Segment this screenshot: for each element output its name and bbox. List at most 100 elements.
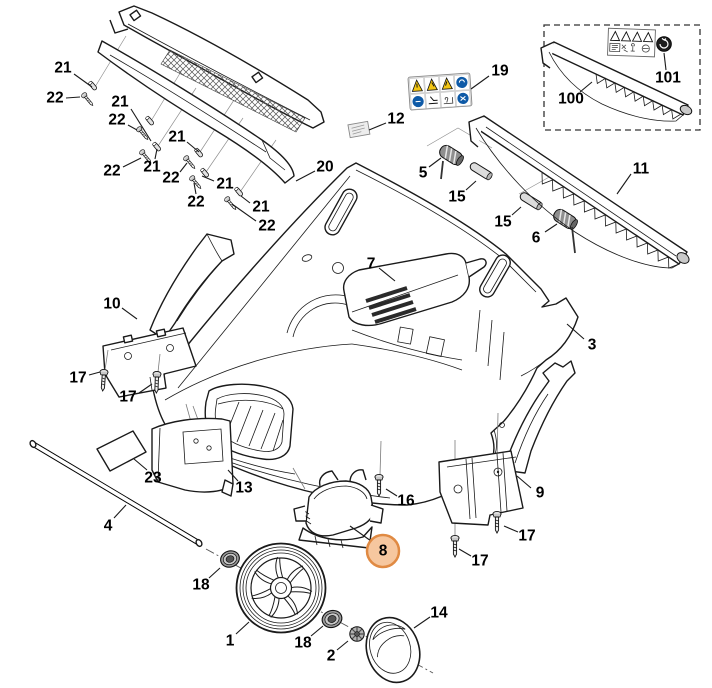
part-13-front-cover[interactable] xyxy=(151,403,234,497)
callout-12[interactable]: 12 xyxy=(387,111,404,128)
part-6-spring[interactable] xyxy=(550,206,581,254)
part-20-upper-panel[interactable] xyxy=(118,5,325,129)
bracket-tab xyxy=(155,328,167,338)
part-23-plate[interactable] xyxy=(96,430,147,472)
callout-22[interactable]: 22 xyxy=(103,163,120,180)
callout-leader-100 xyxy=(579,81,593,93)
part-100-serrated-flap[interactable] xyxy=(540,41,693,122)
callout-21[interactable]: 21 xyxy=(111,94,129,111)
callout-leader-22 xyxy=(127,124,138,131)
callout-leader-22 xyxy=(122,157,142,168)
callout-23[interactable]: 23 xyxy=(144,470,162,487)
callout-leader-17 xyxy=(458,548,472,557)
callout-14[interactable]: 14 xyxy=(430,605,448,622)
callout-16[interactable]: 16 xyxy=(397,493,415,510)
callout-22[interactable]: 22 xyxy=(187,194,204,211)
callout-15[interactable]: 15 xyxy=(494,214,512,231)
bracket-hole xyxy=(124,352,132,360)
part-14-hub-cap[interactable] xyxy=(358,611,428,688)
callout-15[interactable]: 15 xyxy=(448,189,466,206)
callout-leader-15 xyxy=(465,180,477,191)
part-4-axle-rod[interactable] xyxy=(29,439,203,548)
part-18-bearing-a[interactable] xyxy=(218,548,241,569)
bracket-hole xyxy=(493,467,503,477)
callout-13[interactable]: 13 xyxy=(235,480,253,497)
part-17-screws-left[interactable] xyxy=(98,349,162,394)
panel-tab xyxy=(251,71,264,84)
callout-leader-12 xyxy=(368,122,387,131)
callout-22[interactable]: 22 xyxy=(108,112,125,129)
callout-6[interactable]: 6 xyxy=(532,230,541,247)
callout-21[interactable]: 21 xyxy=(168,129,186,146)
part-19-safety-sticker[interactable] xyxy=(407,72,473,111)
part-5-spring[interactable] xyxy=(436,142,467,180)
callout-leader-22 xyxy=(193,182,197,195)
part-10-bracket-left[interactable] xyxy=(102,233,235,398)
callout-leader-15 xyxy=(511,206,522,216)
callout-leader-16 xyxy=(385,488,398,497)
callout-5[interactable]: 5 xyxy=(419,165,428,182)
part-8-bracket[interactable] xyxy=(293,469,384,549)
part-12-label[interactable] xyxy=(347,120,371,139)
part-20-deflector-assembly[interactable] xyxy=(80,5,325,212)
part-11-serrated-flap[interactable] xyxy=(468,115,691,269)
callout-9[interactable]: 9 xyxy=(536,485,545,502)
pictogram-boot-icon xyxy=(428,96,438,105)
part-101-safety-label[interactable] xyxy=(607,27,656,58)
callout-leader-21 xyxy=(240,195,251,204)
callout-17[interactable]: 17 xyxy=(471,553,488,570)
lower-panel-notch xyxy=(261,139,286,171)
callout-18[interactable]: 18 xyxy=(192,577,210,594)
callout-11[interactable]: 11 xyxy=(633,161,650,178)
deck-clip xyxy=(397,326,414,345)
highlight-circle-part-8[interactable] xyxy=(365,533,401,569)
inset-box xyxy=(540,24,701,131)
triangle-glyphs xyxy=(416,81,448,88)
callout-20[interactable]: 20 xyxy=(316,159,333,176)
callout-4[interactable]: 4 xyxy=(104,518,113,535)
callout-leader-18 xyxy=(208,567,221,579)
callout-22[interactable]: 22 xyxy=(162,170,179,187)
part-18-bearing-b[interactable] xyxy=(320,608,344,630)
callout-17[interactable]: 17 xyxy=(69,370,86,387)
callout-100[interactable]: 100 xyxy=(558,91,584,108)
part-7-cover-plate[interactable] xyxy=(342,252,487,327)
callout-22[interactable]: 22 xyxy=(258,218,275,235)
screw-boss xyxy=(499,422,505,428)
bracket-hole xyxy=(166,344,174,352)
callout-leader-21 xyxy=(186,141,200,153)
callout-19[interactable]: 19 xyxy=(491,63,509,80)
braid-texture xyxy=(160,49,306,133)
callout-21[interactable]: 21 xyxy=(252,199,270,216)
callout-17[interactable]: 17 xyxy=(119,389,136,406)
callout-101[interactable]: 101 xyxy=(655,70,681,87)
callout-22[interactable]: 22 xyxy=(46,90,63,107)
callout-21[interactable]: 21 xyxy=(216,176,234,193)
callout-leader-6 xyxy=(544,223,558,233)
callout-7[interactable]: 7 xyxy=(367,256,376,273)
lower-panel-crease xyxy=(109,54,267,153)
part-15-pin-a[interactable] xyxy=(468,160,494,182)
callout-17[interactable]: 17 xyxy=(518,528,535,545)
callout-18[interactable]: 18 xyxy=(294,635,312,652)
callout-8[interactable]: 8 xyxy=(379,543,388,560)
callout-10[interactable]: 10 xyxy=(103,296,120,313)
callout-21[interactable]: 21 xyxy=(143,159,161,176)
callout-leader-22 xyxy=(65,96,81,99)
part-9-bracket-right[interactable] xyxy=(438,360,576,526)
deck-hole xyxy=(332,262,344,274)
callout-21[interactable]: 21 xyxy=(54,60,72,77)
callout-leader-14 xyxy=(413,616,431,629)
vent-slats xyxy=(365,286,417,324)
callout-1[interactable]: 1 xyxy=(226,633,235,650)
blade-dome-arc xyxy=(286,294,351,338)
callout-2[interactable]: 2 xyxy=(327,648,336,665)
part-15-pin-b[interactable] xyxy=(518,190,544,212)
callout-leader-18 xyxy=(310,625,324,637)
part-2-star-nut[interactable] xyxy=(349,626,365,642)
callout-3[interactable]: 3 xyxy=(588,337,597,354)
callout-leader-19 xyxy=(470,75,490,90)
part-1-wheel[interactable] xyxy=(235,542,327,634)
